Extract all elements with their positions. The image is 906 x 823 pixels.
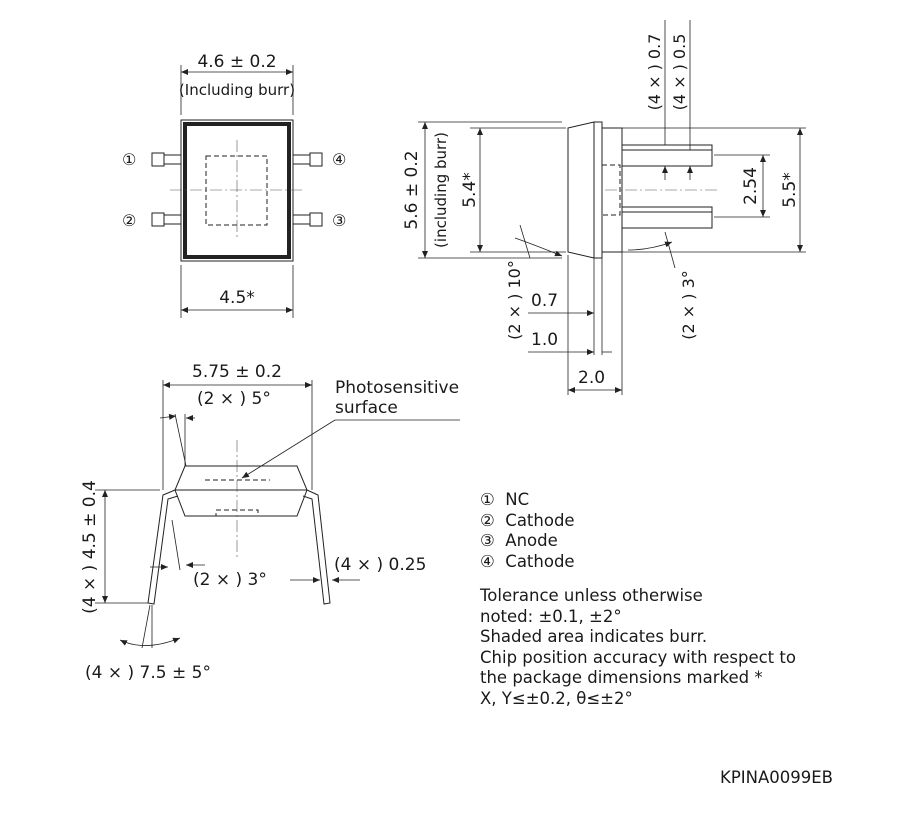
- bottom-width-label: 4.5*: [219, 288, 255, 308]
- side-height-label: 5.6 ± 0.2: [402, 150, 422, 229]
- notes-panel: ① NC ② Cathode ③ Anode ④ Cathode Toleran…: [480, 490, 796, 709]
- right-height-label: 5.5*: [780, 172, 800, 208]
- pin-legend-name: Cathode: [505, 510, 575, 530]
- top-view: ① ② ③ ④ 4.6 ± 0.2 (Including burr) 4.5*: [122, 52, 346, 318]
- dim-20-label: 2.0: [578, 368, 605, 388]
- front-view: 5.75 ± 0.2 (2 × ) 5° Photosensitive surf…: [80, 362, 460, 683]
- pin-4-marker: ④: [332, 150, 346, 169]
- side-height-note: (including burr): [432, 132, 450, 248]
- front-angle-5-label: (2 × ) 5°: [197, 389, 271, 409]
- pin-legend-num: ②: [480, 510, 495, 530]
- front-height-label: (4 × ) 4.5 ± 0.4: [80, 480, 100, 614]
- pin-legend-num: ④: [480, 551, 495, 571]
- note-line: the package dimensions marked *: [480, 668, 763, 687]
- side-view: 5.6 ± 0.2 (including burr) 5.4* (4 × ) 0…: [402, 20, 806, 395]
- pin-legend-3: ③ Anode: [480, 531, 796, 552]
- pin-legend-4: ④ Cathode: [480, 552, 796, 573]
- lead-width2-label: (4 × ) 0.5: [670, 34, 689, 111]
- top-width-note: (Including burr): [179, 81, 295, 99]
- pin-2-marker: ②: [122, 211, 136, 230]
- pin-legend-num: ③: [480, 531, 495, 550]
- note-line: X, Y≤±0.2, θ≤±2°: [480, 688, 633, 708]
- front-width-label: 5.75 ± 0.2: [192, 362, 282, 382]
- photosensitive-label-2: surface: [335, 398, 398, 418]
- lead-thickness-label: (4 × ) 0.25: [334, 555, 426, 575]
- drawing-code: KPINA0099EB: [720, 768, 834, 787]
- pin-legend-2: ② Cathode: [480, 511, 796, 532]
- note-line: Tolerance unless otherwise: [480, 586, 703, 605]
- inner-height-label: 5.4*: [460, 172, 480, 208]
- note-line: Shaded area indicates burr.: [480, 627, 708, 646]
- dim-07-label: 0.7: [531, 291, 558, 311]
- top-width-label: 4.6 ± 0.2: [197, 52, 276, 72]
- pin-3-marker: ③: [332, 211, 346, 230]
- lead-pitch-label: 2.54: [741, 167, 761, 205]
- lead-width-label: (4 × ) 0.7: [645, 34, 664, 111]
- pin-1-marker: ①: [122, 150, 136, 169]
- note-line: Chip position accuracy with respect to: [480, 647, 796, 667]
- pin-legend-name: Cathode: [505, 551, 575, 571]
- dim-10-label: 1.0: [531, 330, 558, 350]
- pin-legend-1: ① NC: [480, 490, 796, 511]
- note-line: noted: ±0.1, ±2°: [480, 606, 622, 626]
- angle-3-label: (2 × ) 3°: [679, 270, 698, 340]
- pin-legend-name: NC: [505, 490, 530, 509]
- pin-legend-num: ①: [480, 490, 495, 509]
- photosensitive-label-1: Photosensitive: [335, 378, 459, 398]
- pin-legend-name: Anode: [505, 531, 558, 550]
- lead-angle-label: (4 × ) 7.5 ± 5°: [85, 663, 211, 683]
- front-angle-3-label: (2 × ) 3°: [193, 570, 267, 590]
- angle-10-label: (2 × ) 10°: [505, 260, 524, 340]
